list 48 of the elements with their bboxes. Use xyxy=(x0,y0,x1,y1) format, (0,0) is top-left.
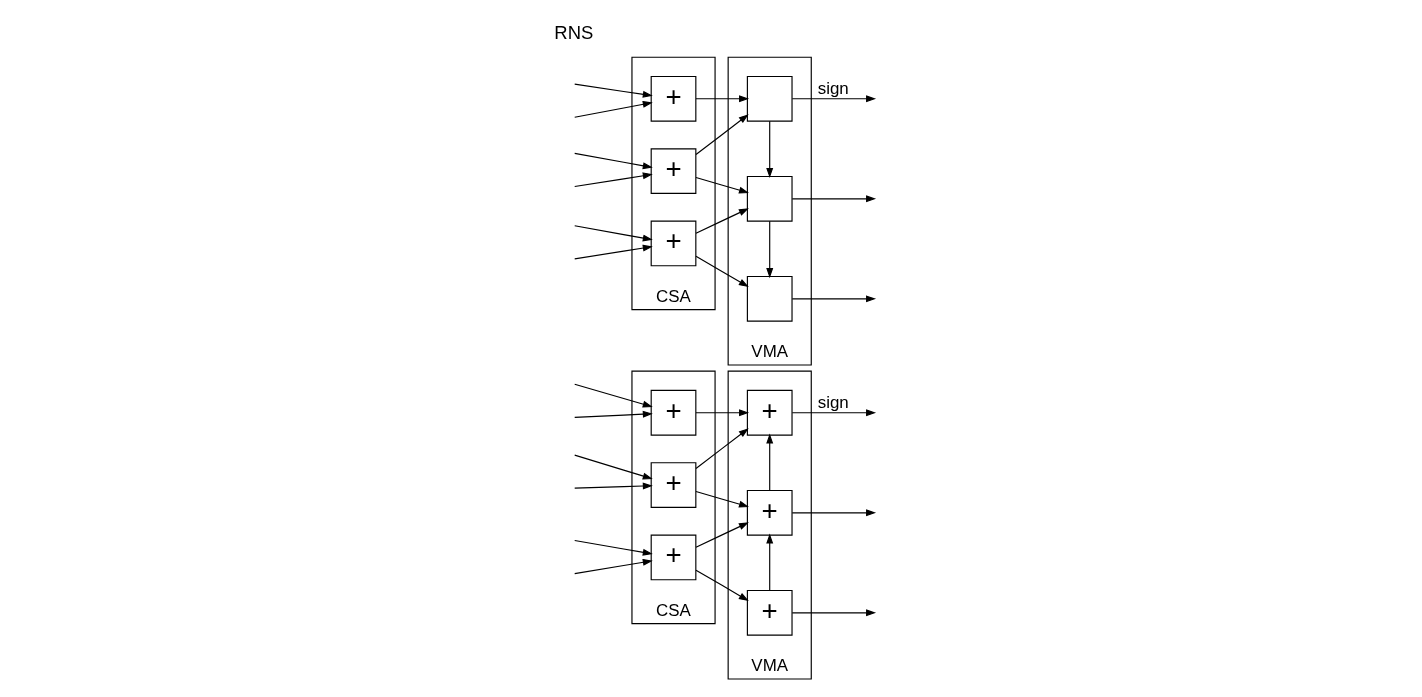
arrow xyxy=(694,569,749,602)
arrow xyxy=(791,295,876,303)
arrow xyxy=(694,428,749,470)
arrow xyxy=(791,195,876,203)
arrow xyxy=(573,558,653,575)
arrow xyxy=(765,433,773,491)
arrow xyxy=(573,225,653,242)
node-box xyxy=(746,175,793,222)
arrow xyxy=(573,482,653,490)
node-box: + xyxy=(650,75,696,122)
node-box xyxy=(746,75,793,122)
node-box: + xyxy=(746,489,793,536)
arrow xyxy=(791,409,876,417)
node-box: + xyxy=(746,589,793,636)
arrow xyxy=(694,208,749,234)
edge-label: sign xyxy=(817,78,849,98)
node-box: + xyxy=(650,389,696,436)
arrow xyxy=(694,176,749,194)
arrow xyxy=(694,95,749,103)
node-box: + xyxy=(650,220,696,267)
edge-label: sign xyxy=(817,392,849,412)
arrow xyxy=(694,522,749,548)
arrow xyxy=(573,410,653,418)
arrow xyxy=(791,95,876,103)
arrow xyxy=(694,409,749,417)
arrow xyxy=(765,533,773,591)
arrow xyxy=(573,454,653,480)
arrow xyxy=(573,152,653,170)
arrow xyxy=(573,83,653,98)
arrow xyxy=(573,539,653,556)
arrow xyxy=(791,509,876,517)
arrow xyxy=(573,383,653,408)
label: RNS xyxy=(553,21,593,43)
arrow xyxy=(573,172,653,188)
arrow xyxy=(573,244,653,260)
arrow xyxy=(573,100,653,118)
arrow xyxy=(694,255,749,288)
node-box: + xyxy=(650,534,696,581)
node-box: + xyxy=(746,389,793,436)
node-box: + xyxy=(650,148,696,194)
cluster: VMA xyxy=(727,56,812,366)
node-box xyxy=(746,275,793,322)
arrow xyxy=(765,220,773,279)
arrow xyxy=(765,120,773,179)
arrow xyxy=(694,114,749,156)
arrow xyxy=(791,609,876,617)
node-box: + xyxy=(650,462,696,508)
arrow xyxy=(694,490,749,508)
